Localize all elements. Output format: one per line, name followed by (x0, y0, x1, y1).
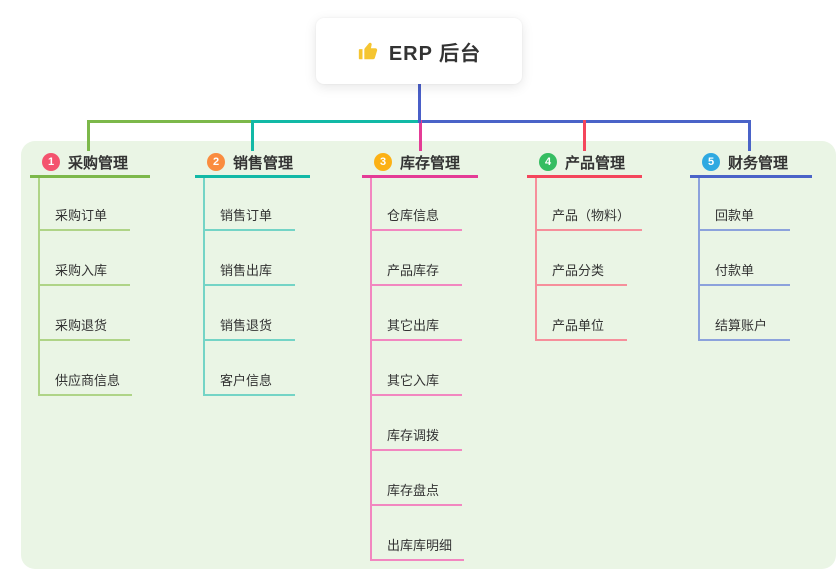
branch-node-2[interactable]: 2 销售管理 (195, 149, 310, 178)
branch-label: 采购管理 (68, 154, 129, 172)
connector-children-vline-1 (38, 178, 40, 396)
branch-node-3[interactable]: 3 库存管理 (362, 149, 478, 178)
branch-number-badge: 1 (42, 153, 60, 171)
child-node[interactable]: 销售出库 (203, 256, 295, 286)
connector-children-vline-5 (698, 178, 700, 341)
child-node[interactable]: 采购退货 (38, 311, 130, 341)
child-node[interactable]: 产品分类 (535, 256, 627, 286)
branch-label: 库存管理 (400, 154, 461, 172)
child-node[interactable]: 结算账户 (698, 311, 790, 341)
child-node[interactable]: 客户信息 (203, 366, 295, 396)
child-node[interactable]: 其它入库 (370, 366, 462, 396)
connector-drop-branch-5 (747, 120, 751, 151)
child-node[interactable]: 付款单 (698, 256, 790, 286)
branch-label: 财务管理 (728, 154, 789, 172)
branch-node-4[interactable]: 4 产品管理 (527, 149, 642, 178)
connector-drop-branch-4 (582, 120, 586, 151)
connector-drop-branch-2 (250, 120, 254, 151)
child-node[interactable]: 库存盘点 (370, 476, 462, 506)
child-node[interactable]: 库存调拨 (370, 421, 462, 451)
branch-number-badge: 4 (539, 153, 557, 171)
branch-number-badge: 3 (374, 153, 392, 171)
child-node[interactable]: 出库库明细 (370, 531, 465, 561)
connector-root-line (417, 84, 421, 123)
branch-number-badge: 5 (702, 153, 720, 171)
child-node[interactable]: 产品单位 (535, 311, 627, 341)
connector-bus-segment-2 (250, 120, 422, 123)
child-node[interactable]: 产品库存 (370, 256, 462, 286)
connector-children-vline-2 (203, 178, 205, 396)
child-node[interactable]: 采购入库 (38, 256, 130, 286)
root-title: ERP 后台 (388, 42, 482, 65)
branch-number-badge: 2 (207, 153, 225, 171)
child-node[interactable]: 销售订单 (203, 201, 295, 231)
connector-children-vline-4 (535, 178, 537, 341)
connector-drop-branch-3 (418, 120, 422, 151)
branch-node-5[interactable]: 5 财务管理 (690, 149, 812, 178)
child-node[interactable]: 供应商信息 (38, 366, 133, 396)
connector-drop-branch-1 (86, 120, 90, 151)
child-node[interactable]: 回款单 (698, 201, 790, 231)
thumbs-up-icon (357, 40, 379, 62)
child-node[interactable]: 产品（物料） (535, 201, 643, 231)
connector-children-vline-3 (370, 178, 372, 561)
child-node[interactable]: 采购订单 (38, 201, 130, 231)
branch-label: 销售管理 (233, 154, 294, 172)
branch-node-1[interactable]: 1 采购管理 (30, 149, 150, 178)
root-node[interactable]: ERP 后台 (316, 18, 522, 84)
connector-bus-segment-1 (86, 120, 254, 123)
child-node[interactable]: 销售退货 (203, 311, 295, 341)
branches-panel (21, 141, 836, 569)
child-node[interactable]: 仓库信息 (370, 201, 462, 231)
child-node[interactable]: 其它出库 (370, 311, 462, 341)
branch-label: 产品管理 (565, 154, 626, 172)
